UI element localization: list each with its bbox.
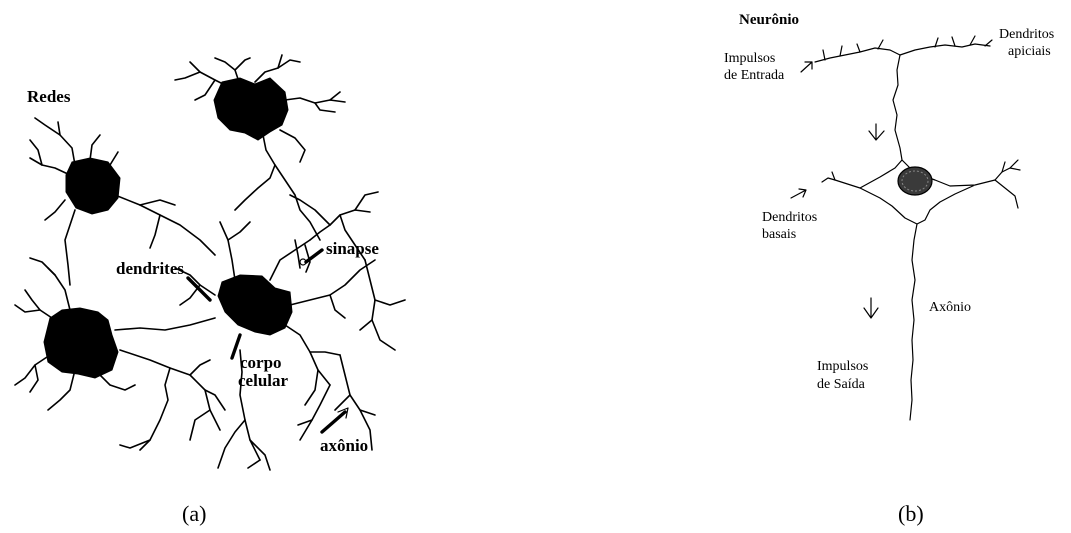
label-dendrites: dendrites xyxy=(116,259,184,278)
flow-arrows xyxy=(790,61,885,319)
label-dendritos-basais-1: Dendritos xyxy=(762,210,817,225)
cell-body-lower-left xyxy=(43,307,119,379)
axonio-arrowhead xyxy=(337,407,349,419)
sinapse-pointer xyxy=(304,248,324,264)
label-sinapse: sinapse xyxy=(326,239,379,258)
panel-a-title: Redes xyxy=(27,87,71,106)
axon xyxy=(909,223,918,421)
nucleus xyxy=(897,166,933,196)
axonio-pointer xyxy=(320,410,347,434)
cell-bodies xyxy=(43,77,293,379)
panel-b: Neurônio Impulsos de Entrada Dendritos a… xyxy=(724,12,1054,526)
label-corpo: corpo xyxy=(240,353,282,372)
panel-b-title: Neurônio xyxy=(739,12,799,28)
cell-body-center xyxy=(217,274,293,336)
arrow-entrada xyxy=(800,61,813,73)
panel-a: Redes dendrites sinapse corpo celular ax… xyxy=(14,54,406,526)
label-impulsos-entrada-2: de Entrada xyxy=(724,68,785,83)
cell-body-upper-left xyxy=(65,157,121,215)
caption-a: (a) xyxy=(182,501,206,526)
caption-b: (b) xyxy=(898,501,924,526)
label-impulsos-saida-1: Impulsos xyxy=(817,359,868,374)
corpo-pointer xyxy=(230,333,242,360)
soma xyxy=(834,159,996,225)
label-dendritos-apicais-2: apiciais xyxy=(1008,44,1051,59)
label-celular: celular xyxy=(238,371,288,390)
apical-dendrites xyxy=(814,35,993,161)
basal-dendrites xyxy=(821,159,1021,209)
arrow-down-upper xyxy=(868,123,885,141)
neural-processes xyxy=(14,54,406,471)
label-axonio-b: Axônio xyxy=(929,300,971,315)
label-impulsos-saida-2: de Saída xyxy=(817,377,866,392)
arrow-down-lower xyxy=(863,297,879,319)
label-axonio-a: axônio xyxy=(320,436,368,455)
label-dendritos-basais-2: basais xyxy=(762,227,796,242)
label-impulsos-entrada-1: Impulsos xyxy=(724,51,775,66)
cell-body-top xyxy=(213,77,289,141)
dendrites-pointer xyxy=(186,276,212,302)
label-dendritos-apicais-1: Dendritos xyxy=(999,27,1054,42)
label-pointers xyxy=(186,248,349,434)
arrow-basais xyxy=(790,188,807,199)
